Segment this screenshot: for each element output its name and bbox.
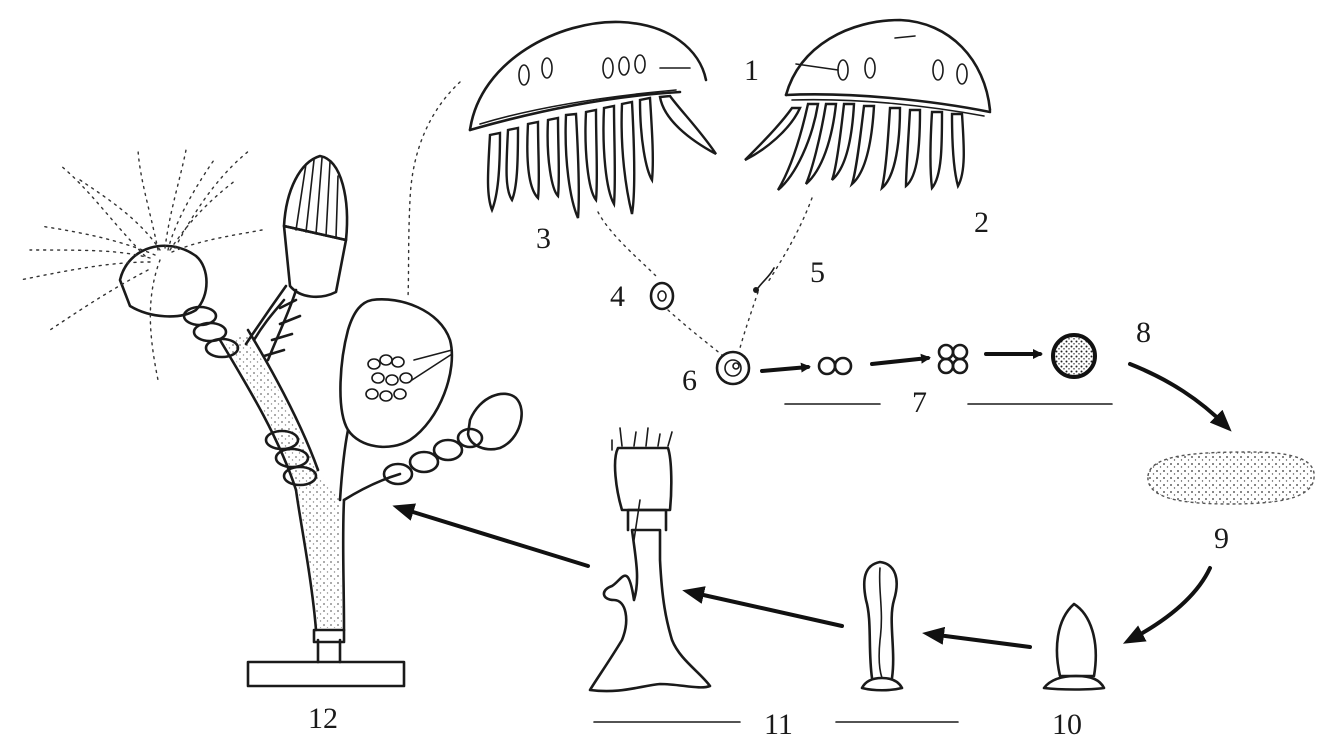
planula-larva: [1148, 452, 1314, 504]
cleavage-two-cell: [819, 358, 851, 374]
young-polyp: [862, 562, 902, 690]
label-7: 7: [912, 386, 927, 419]
label-2: 2: [974, 206, 989, 239]
arrow-attached-larva-to-young-polyp: [930, 634, 1030, 647]
arrow-blastula-to-planula: [1130, 364, 1226, 426]
arrow-polyp-to-colony: [400, 508, 588, 566]
label-1: 1: [744, 54, 759, 87]
label-4: 4: [610, 280, 625, 313]
label-10: 10: [1052, 708, 1082, 741]
hydroid-colony: [20, 150, 522, 686]
egg-lineage-line: [598, 212, 656, 276]
sperm-lineage-line: [768, 198, 812, 282]
medusa-female: [470, 22, 716, 218]
arrow-young-polyp-to-polyp: [690, 592, 842, 626]
sperm-to-zygote-line: [740, 292, 758, 348]
egg-cell: [651, 283, 673, 309]
label-6: 6: [682, 364, 697, 397]
medusa-bud-line: [408, 82, 460, 298]
polyp: [590, 428, 710, 691]
cleavage-four-cell: [939, 345, 967, 373]
label-8: 8: [1136, 316, 1151, 349]
attached-larva: [1044, 604, 1104, 690]
label-12: 12: [308, 702, 338, 735]
zygote: [717, 352, 749, 384]
medusa-male: [745, 20, 990, 190]
arrow-two-cell-to-four-cell: [872, 358, 928, 364]
label-3: 3: [536, 222, 551, 255]
label-11: 11: [764, 708, 793, 741]
label-9: 9: [1214, 522, 1229, 555]
egg-to-zygote-line: [668, 310, 722, 355]
blastula: [1053, 335, 1095, 377]
arrow-planula-to-attached-larva: [1130, 568, 1210, 640]
arrow-zygote-to-two-cell: [762, 367, 808, 371]
sperm-cell: [753, 268, 774, 293]
label-5: 5: [810, 256, 825, 289]
